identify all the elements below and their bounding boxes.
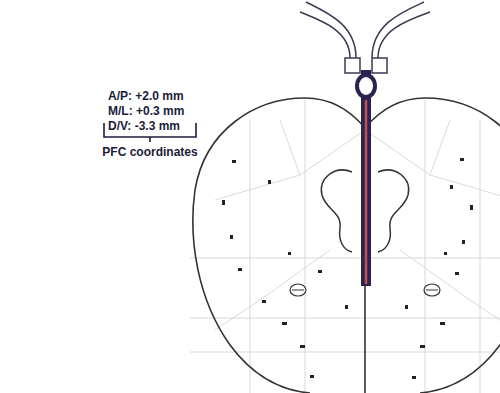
region-borders (215, 120, 500, 330)
infusion-tubing (300, 2, 430, 58)
atlas-dots (222, 158, 473, 379)
coordinate-label: A/P: +2.0 mm (108, 89, 184, 103)
cannula-probe (345, 58, 387, 286)
atlas-grid (190, 100, 500, 393)
coordinate-label: M/L: +0.3 mm (108, 104, 184, 118)
brain-section-outline (193, 98, 500, 393)
caption-label: PFC coordinates (102, 145, 197, 159)
coordinate-label: D/V: -3.3 mm (108, 119, 180, 133)
